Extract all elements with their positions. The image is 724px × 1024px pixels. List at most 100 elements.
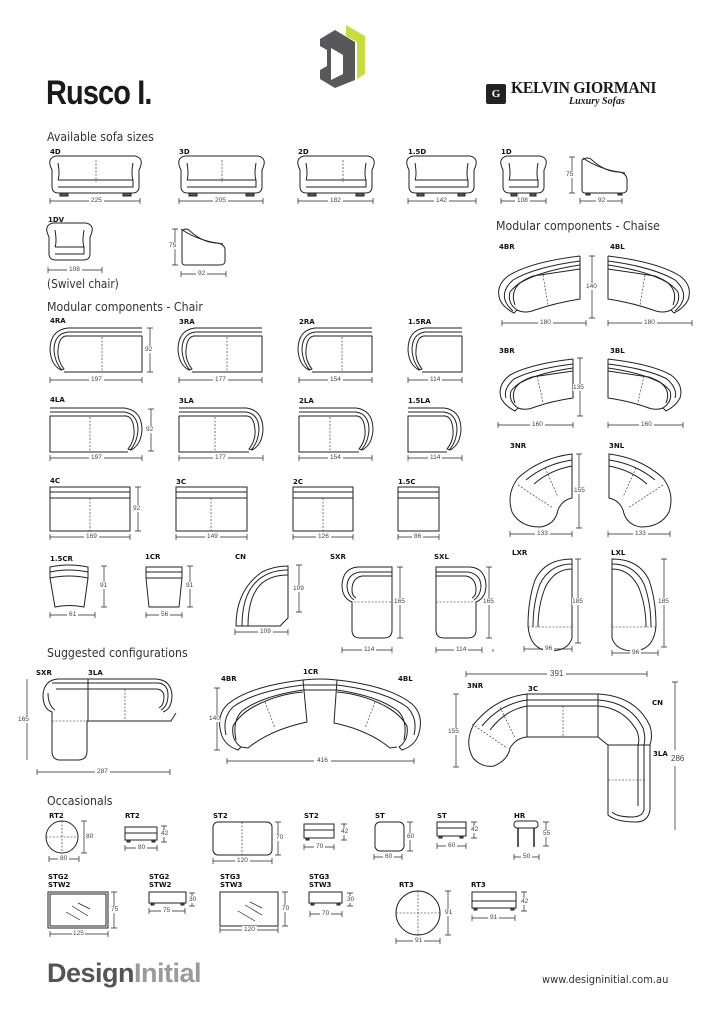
- occ-rt3-side-height: 42: [521, 898, 529, 905]
- chair-misc-row: [49, 564, 487, 639]
- sofa-2d-drawing: [297, 155, 375, 197]
- section-suggested: Suggested configurations: [47, 645, 188, 660]
- dim-4br-width: 180: [538, 319, 553, 326]
- dim-3b-depth: 135: [573, 384, 584, 391]
- dim-sxr-width: 114: [362, 646, 377, 653]
- dim-lxl-depth: 185: [658, 598, 669, 605]
- occ-rt2-side-height: 42: [161, 830, 169, 837]
- occ-code-stg3-top: STG3 STW3: [220, 873, 242, 889]
- code-2c: 2C: [293, 478, 304, 486]
- occ-code-st-top: ST: [375, 812, 385, 820]
- occ-stg2-side-height: 30: [189, 896, 197, 903]
- section-occasionals: Occasionals: [47, 793, 113, 808]
- dim-sxl-depth: 165: [483, 598, 494, 605]
- config1-part-3la: 3LA: [88, 669, 103, 677]
- occ-st-width: 60: [383, 853, 395, 860]
- code-2la: 2LA: [299, 397, 314, 405]
- code-3nl: 3NL: [609, 442, 625, 450]
- config2-depth: 140: [209, 715, 220, 722]
- occasionals-drawings: [45, 820, 539, 936]
- dim-1cr-depth: 91: [186, 582, 194, 589]
- dim-4bl-width: 180: [642, 319, 657, 326]
- occ-st-side-height: 42: [471, 826, 479, 833]
- section-chaise: Modular components - Chaise: [496, 218, 660, 233]
- occ-stg2-depth: 75: [111, 906, 119, 913]
- section-chair: Modular components - Chair: [47, 299, 203, 314]
- config-3nr-3c-cn-3la-drawing: [468, 693, 652, 823]
- config3-part-cn: CN: [652, 699, 663, 707]
- code-4bl: 4BL: [610, 243, 625, 251]
- occ-code-st2-side: ST2: [304, 812, 319, 820]
- dim-4la-depth: 92: [146, 426, 154, 433]
- config3-part-3nr: 3NR: [467, 682, 484, 690]
- dim-4c-depth: 92: [133, 505, 141, 512]
- occ-stg3-width: 120: [242, 926, 257, 933]
- sofa-side-view-drawing: [581, 157, 628, 196]
- code-1-5la: 1.5LA: [408, 397, 431, 405]
- occ-code-stg3-b: STG3: [309, 873, 330, 881]
- occ-code-stg2: STG2: [48, 873, 69, 881]
- code-1-5ra: 1.5RA: [408, 318, 432, 326]
- config1-width: 287: [95, 768, 110, 775]
- code-3nr: 3NR: [510, 442, 527, 450]
- occ-stg3-depth: 70: [282, 905, 290, 912]
- occ-stg3-side-height: 30: [347, 896, 355, 903]
- config1-depth: 165: [18, 716, 29, 723]
- occ-rt3-depth: 91: [445, 909, 453, 916]
- config-sxr-3la-drawing: [42, 678, 177, 761]
- code-3br: 3BR: [499, 347, 515, 355]
- chaise-drawings: [498, 255, 690, 652]
- dim-1-5cr-width: 61: [67, 611, 79, 618]
- kelvin-giormani-logo: G KELVIN GIORMANI Luxury Sofas: [486, 79, 669, 107]
- sofa-code-1d: 1D: [501, 148, 512, 156]
- code-4c: 4C: [50, 477, 61, 485]
- sofa-code-3d: 3D: [179, 148, 190, 156]
- occ-code-stg2-top: STG2 STW2: [48, 873, 70, 889]
- dim-1-5d-width: 142: [434, 197, 449, 204]
- occ-rt2-depth: 80: [86, 833, 94, 840]
- sofa-code-4d: 4D: [50, 148, 61, 156]
- occ-st2-side-width: 70: [314, 843, 326, 850]
- dim-3nr-width: 133: [535, 530, 550, 537]
- occ-stg2-width: 125: [72, 930, 85, 937]
- occ-code-st-side: ST: [437, 812, 447, 820]
- code-cn: CN: [235, 553, 246, 561]
- config3-width: 391: [547, 669, 567, 678]
- occ-stg3-side-width: 70: [320, 910, 332, 917]
- config-4br-1cr-4bl-drawing: [219, 678, 421, 751]
- dim-lxl-width: 96: [630, 649, 642, 656]
- code-4ra: 4RA: [50, 317, 66, 325]
- footer-url-link[interactable]: www.designinitial.com.au: [542, 973, 669, 986]
- dim-1-5c: 86: [412, 533, 424, 540]
- occ-code-stw2: STW2: [48, 881, 71, 889]
- dim-3d-width: 205: [213, 197, 228, 204]
- sofa-1dv-side-drawing: [180, 228, 226, 266]
- code-2ra: 2RA: [299, 318, 315, 326]
- code-sxl: SXL: [434, 553, 449, 561]
- sofa-1dv-drawing: [46, 222, 93, 261]
- code-1-5cr: 1.5CR: [50, 555, 73, 563]
- design-initial-logo-icon: [313, 22, 383, 88]
- page-title: Rusco I.: [46, 74, 152, 112]
- dim-4ra-depth: 92: [145, 346, 153, 353]
- dim-1-5ra: 114: [428, 376, 443, 383]
- dim-3nl-width: 133: [633, 530, 648, 537]
- dim-1cr-width: 56: [159, 611, 171, 618]
- footer-brand-initial: Initial: [134, 958, 202, 988]
- dim-sxl-width: 114: [454, 646, 469, 653]
- section-sofa-sizes: Available sofa sizes: [47, 129, 154, 144]
- code-4la: 4LA: [50, 396, 65, 404]
- code-3bl: 3BL: [610, 347, 625, 355]
- occ-code-rt3-side: RT3: [471, 881, 486, 889]
- config3-part-3c: 3C: [528, 685, 539, 693]
- occ-code-stg2-side: STG2 STW2: [149, 873, 171, 889]
- dim-1dv-width: 108: [67, 266, 82, 273]
- code-3la: 3LA: [179, 397, 194, 405]
- brand-mark-icon: G: [486, 83, 506, 104]
- config1-part-sxr: SXR: [36, 669, 52, 677]
- code-1cr: 1CR: [145, 553, 161, 561]
- code-sxr: SXR: [330, 553, 346, 561]
- chair-center-row: [49, 486, 440, 532]
- chair-ra-row: [49, 327, 463, 373]
